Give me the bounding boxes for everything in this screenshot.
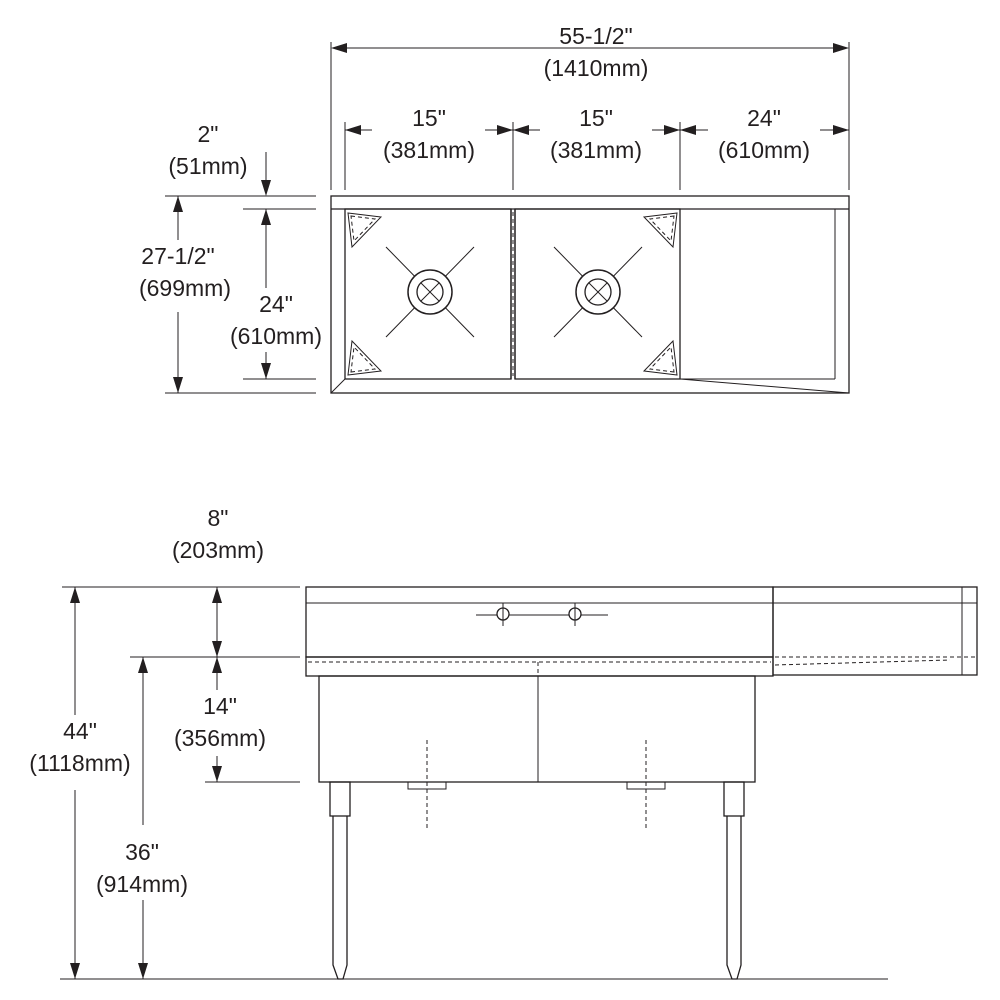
sink-rim-front	[305, 656, 774, 677]
rim-height-imperial: 36"	[125, 839, 159, 865]
overall-height-imperial: 44"	[63, 718, 97, 744]
bowl-height-imperial: 14"	[203, 693, 237, 719]
corner-4-icon	[642, 339, 678, 376]
rim-height-metric: (914mm)	[96, 871, 188, 897]
backsplash-depth-metric: (51mm)	[168, 153, 247, 179]
top-view: 55-1/2" (1410mm) 15" (381mm) 15" (381mm)…	[139, 23, 850, 394]
corner-2-icon	[347, 339, 383, 376]
leg-left	[329, 781, 351, 817]
backsplash-front	[305, 586, 774, 658]
bowl-2-width-metric: (381mm)	[550, 137, 642, 163]
bowl-1-width-metric: (381mm)	[383, 137, 475, 163]
sink-top-outline	[330, 195, 850, 394]
overall-width-metric: (1410mm)	[544, 55, 649, 81]
bowls-front	[318, 675, 756, 783]
overall-width-imperial: 55-1/2"	[559, 23, 632, 49]
bowl-depth-metric: (610mm)	[230, 323, 322, 349]
drain-2-icon	[553, 246, 643, 338]
front-view: 8" (203mm) 14" (356mm) 44" (1118mm) 36" …	[29, 505, 978, 980]
bowl-2-width-imperial: 15"	[579, 105, 613, 131]
drain-1-icon	[385, 246, 475, 338]
leg-right	[723, 781, 745, 817]
drainboard-width-metric: (610mm)	[718, 137, 810, 163]
backsplash-height-metric: (203mm)	[172, 537, 264, 563]
corner-1-icon	[347, 212, 383, 249]
bowl-height-metric: (356mm)	[174, 725, 266, 751]
overall-depth-imperial: 27-1/2"	[141, 243, 214, 269]
drainboard-width-imperial: 24"	[747, 105, 781, 131]
backsplash-height-imperial: 8"	[208, 505, 229, 531]
overall-height-metric: (1118mm)	[29, 750, 130, 776]
corner-3-icon	[642, 212, 678, 249]
bowl-1-width-imperial: 15"	[412, 105, 446, 131]
drainboard-front	[772, 586, 978, 676]
bowl-depth-imperial: 24"	[259, 291, 293, 317]
backsplash-depth-imperial: 2"	[198, 121, 219, 147]
overall-depth-metric: (699mm)	[139, 275, 231, 301]
